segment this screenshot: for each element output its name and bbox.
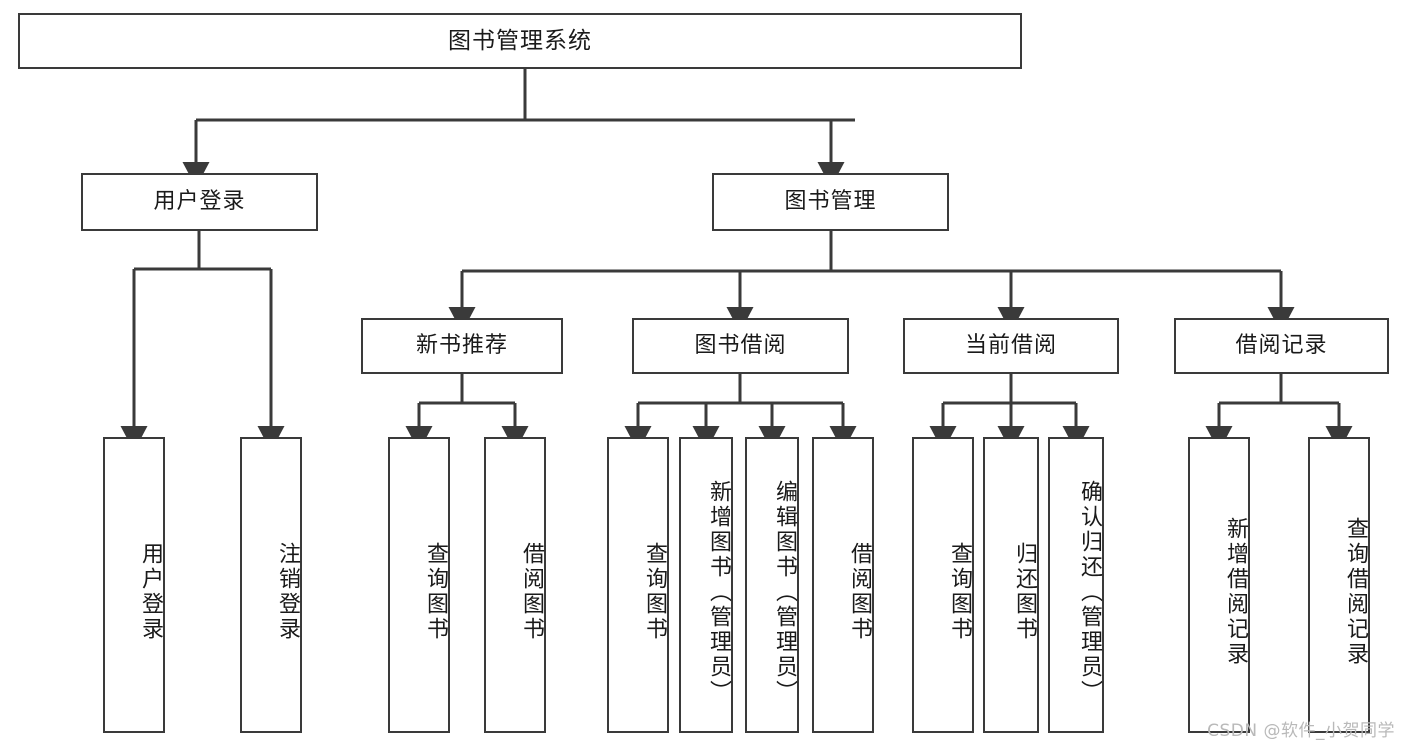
leaf-user-logout[interactable]: 注销登录	[240, 437, 302, 733]
leaf-query-borrow-record[interactable]: 查询借阅记录	[1308, 437, 1370, 733]
leaf-borrow-book-1[interactable]: 借阅图书	[484, 437, 546, 733]
leaf-add-borrow-record[interactable]: 新增借阅记录	[1188, 437, 1250, 733]
node-current-borrow[interactable]: 当前借阅	[903, 318, 1119, 374]
leaf-query-book-1[interactable]: 查询图书	[388, 437, 450, 733]
node-new-book-recommend[interactable]: 新书推荐	[361, 318, 563, 374]
leaf-user-login[interactable]: 用户登录	[103, 437, 165, 733]
leaf-add-book-admin[interactable]: 新增图书（管理员）	[679, 437, 733, 733]
leaf-edit-book-admin[interactable]: 编辑图书（管理员）	[745, 437, 799, 733]
leaf-query-book-2[interactable]: 查询图书	[607, 437, 669, 733]
node-book-borrow[interactable]: 图书借阅	[632, 318, 849, 374]
leaf-return-book[interactable]: 归还图书	[983, 437, 1039, 733]
leaf-query-book-3[interactable]: 查询图书	[912, 437, 974, 733]
leaf-borrow-book-2[interactable]: 借阅图书	[812, 437, 874, 733]
node-borrow-record[interactable]: 借阅记录	[1174, 318, 1389, 374]
node-book-manage[interactable]: 图书管理	[712, 173, 949, 231]
node-root-system[interactable]: 图书管理系统	[18, 13, 1022, 69]
leaf-confirm-return-admin[interactable]: 确认归还（管理员）	[1048, 437, 1104, 733]
node-user-login[interactable]: 用户登录	[81, 173, 318, 231]
